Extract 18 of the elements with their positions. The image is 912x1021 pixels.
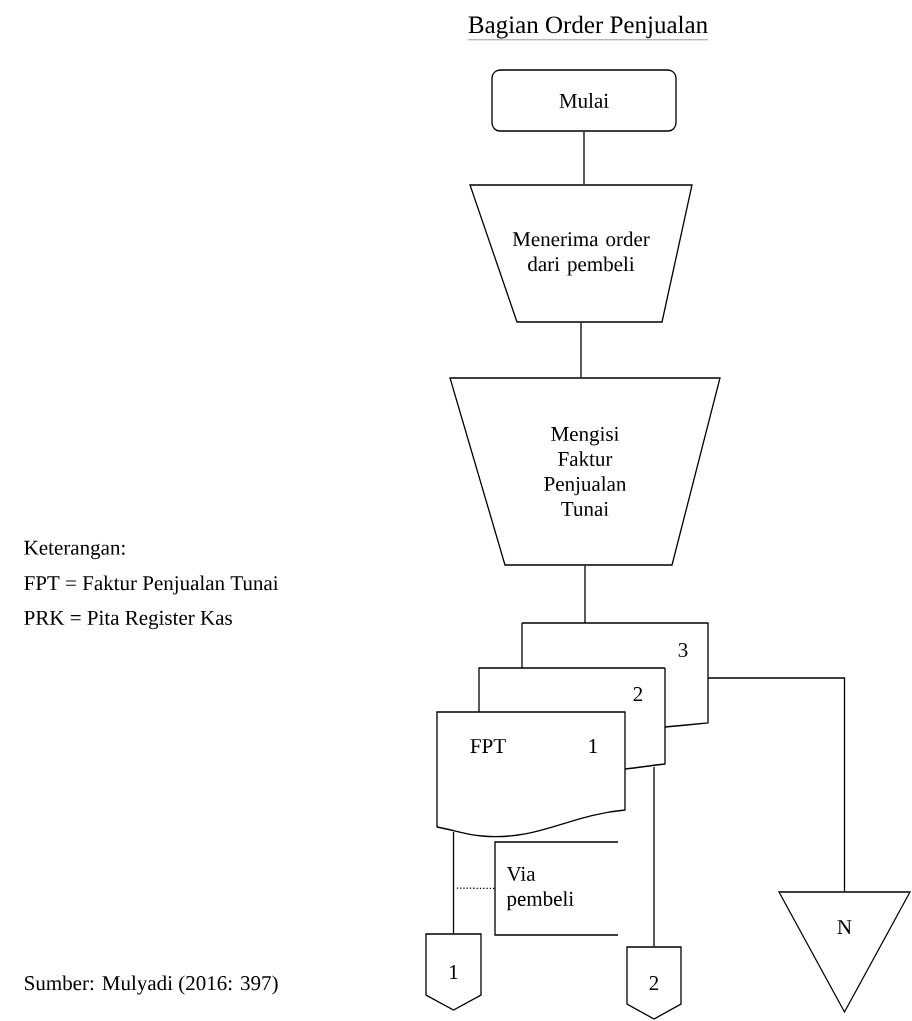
connector-line [653,766,655,947]
note-text: Keterangan: [24,540,125,560]
off-page-connector: 2 [626,946,682,1020]
note-text: PRK = Pita Register Kas [24,610,232,630]
note-text: FPT = Faktur Penjualan Tunai [24,575,279,595]
terminal-box: Mulai [491,69,677,132]
off-page-connector: 1 [425,933,482,1011]
note-text: Sumber: Mulyadi (2016: 397) [25,975,278,995]
title: Bagian Order Penjualan [467,15,709,40]
manual-operation-trapezoid: Menerima order dari pembeli [469,184,693,323]
connector-line [580,322,582,378]
connector-line [584,565,586,624]
annotation-bracket: Via pembeli [494,841,619,936]
connector-line [452,831,455,934]
connector-line [583,131,585,185]
leader-line [454,887,495,890]
connector-line [707,677,846,892]
manual-operation-trapezoid: Mengisi Faktur Penjualan Tunai [449,377,721,566]
